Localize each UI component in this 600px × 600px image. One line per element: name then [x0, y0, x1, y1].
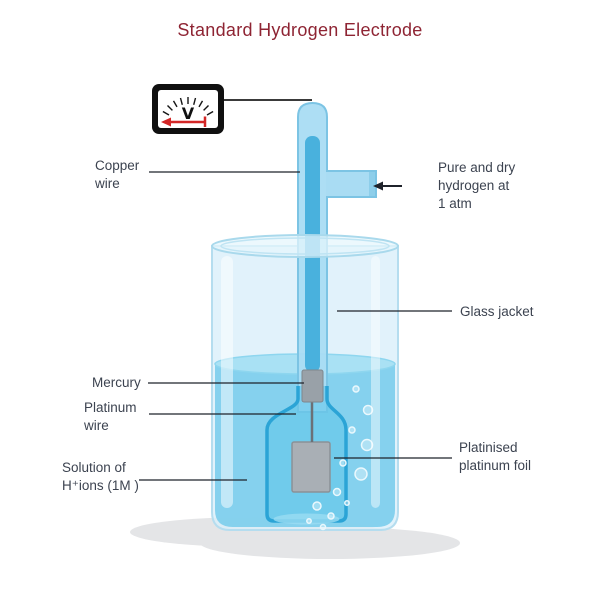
hydrogen-arrow-icon	[373, 181, 402, 191]
platinum-foil	[291, 441, 331, 493]
hydrogen-bubbles	[306, 385, 374, 531]
diagram-title: Standard Hydrogen Electrode	[177, 20, 423, 40]
label-copper-wire: Copper wire	[95, 158, 140, 191]
label-platinum-wire: Platinum wire	[84, 400, 137, 433]
voltmeter-label: V	[182, 104, 195, 123]
label-solution: Solution of H⁺ions (1M )	[62, 460, 139, 493]
hydrogen-inlet-arm	[326, 170, 377, 198]
label-platinum-foil: Platinised platinum foil	[459, 440, 532, 473]
label-mercury: Mercury	[92, 375, 141, 390]
leader-lines	[139, 171, 452, 481]
voltmeter-scale-ticks	[162, 97, 214, 116]
voltmeter-needle	[161, 116, 207, 127]
voltmeter: V	[152, 84, 224, 134]
label-hydrogen-inlet: Pure and dry hydrogen at 1 atm	[438, 160, 516, 211]
glass-highlights	[221, 256, 380, 508]
beaker-rim	[211, 234, 399, 258]
label-glass-jacket: Glass jacket	[460, 304, 534, 319]
mercury-contact	[301, 369, 324, 403]
